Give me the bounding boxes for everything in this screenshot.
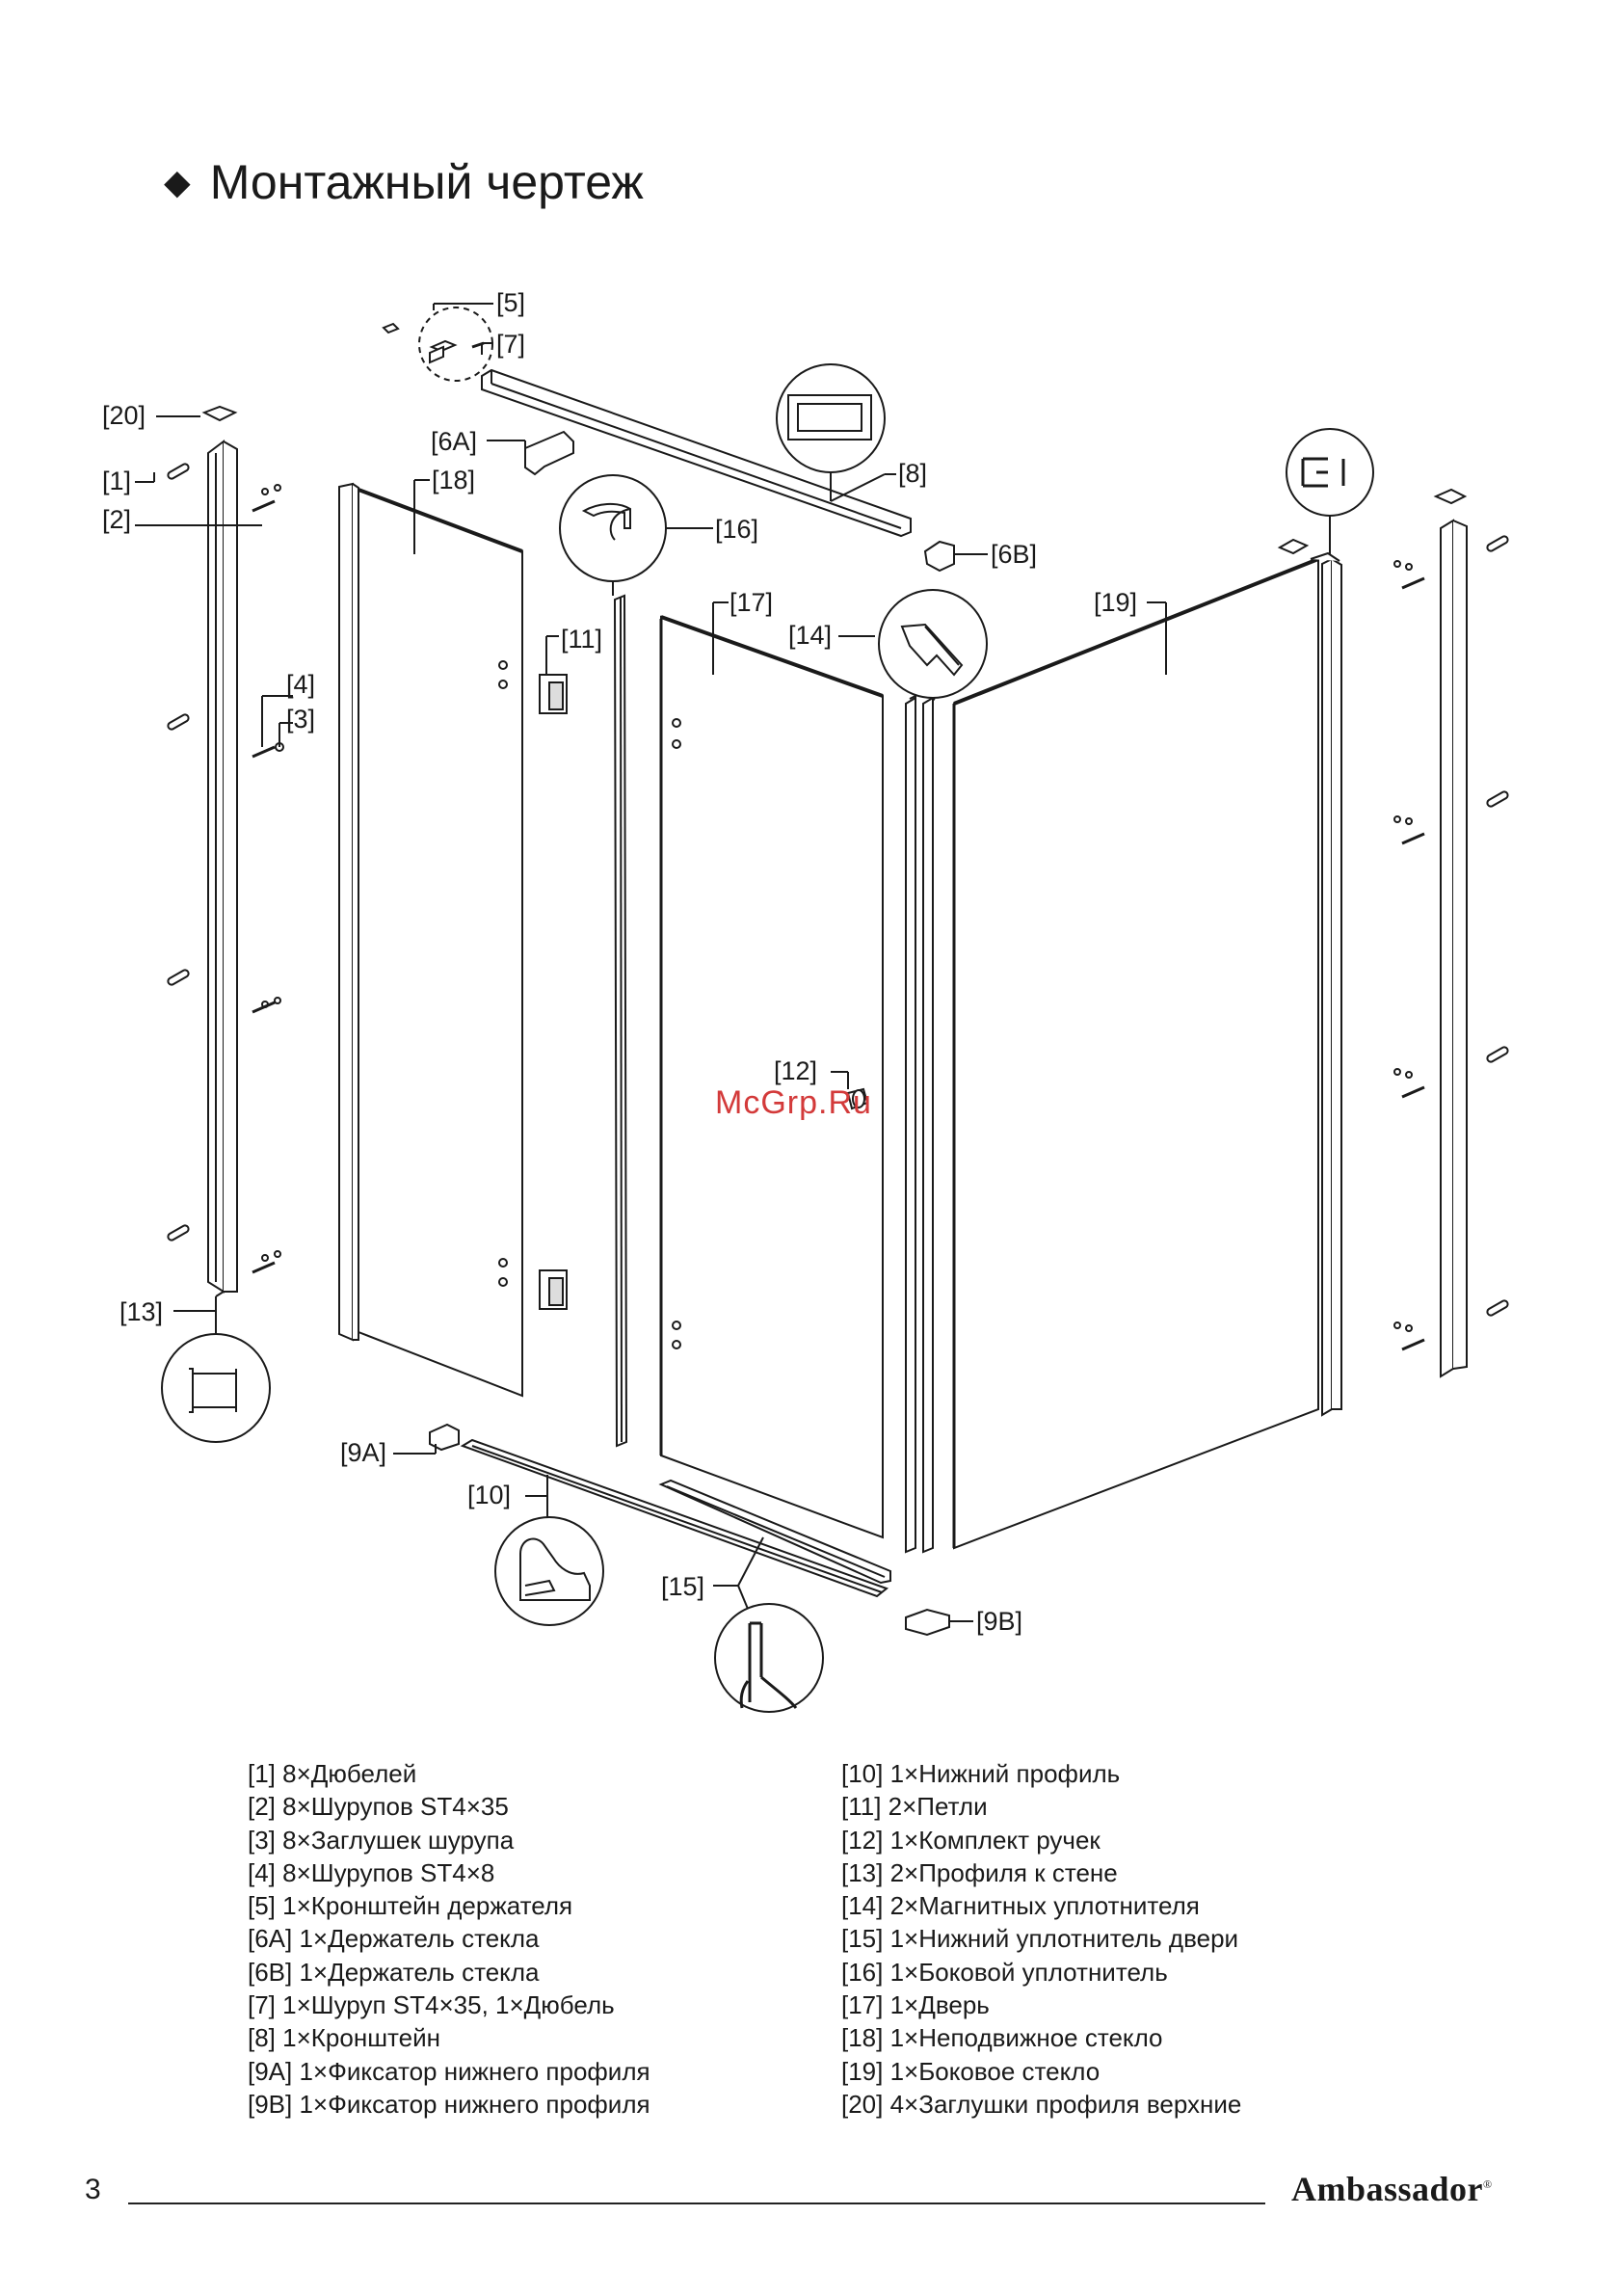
part-item: [9B] 1×Фиксатор нижнего профиля bbox=[248, 2089, 650, 2119]
callout-1: [1] bbox=[102, 467, 131, 495]
right-screws bbox=[1393, 560, 1425, 1351]
right-wall-profile bbox=[1433, 488, 1468, 1378]
glass-holder-6b bbox=[923, 540, 988, 573]
part-item: [17] 1×Дверь bbox=[841, 1990, 990, 2020]
part-item: [20] 4×Заглушки профиля верхние bbox=[841, 2089, 1242, 2119]
callout-13: [13] bbox=[119, 1297, 163, 1326]
part-item: [11] 2×Петли bbox=[841, 1792, 988, 1822]
brand-logo: Ambassador® bbox=[1291, 2169, 1493, 2209]
top-cap-part bbox=[156, 405, 238, 422]
side-glass-panel bbox=[952, 557, 1319, 1550]
left-screws bbox=[252, 484, 281, 1274]
part-item: [7] 1×Шуруп ST4×35, 1×Дюбель bbox=[248, 1990, 615, 2020]
callout-6b: [6B] bbox=[991, 540, 1037, 569]
part-item: [12] 1×Комплект ручек bbox=[841, 1825, 1101, 1855]
callout-6a: [6A] bbox=[431, 427, 477, 456]
callout-9a: [9A] bbox=[340, 1438, 386, 1467]
right-dowels bbox=[1486, 535, 1509, 1317]
part-item: [8] 1×Кронштейн bbox=[248, 2023, 441, 2053]
fixed-glass-panel bbox=[338, 479, 523, 1398]
part-item: [3] 8×Заглушек шурупа bbox=[248, 1825, 515, 1855]
right-vertical-profile bbox=[1277, 428, 1374, 1417]
brand-name: Ambassador bbox=[1291, 2170, 1484, 2208]
callout-14: [14] bbox=[788, 621, 832, 650]
left-wall-profile bbox=[207, 440, 238, 1297]
callout-8: [8] bbox=[898, 459, 927, 488]
callout-9b: [9B] bbox=[976, 1607, 1022, 1636]
part-item: [18] 1×Неподвижное стекло bbox=[841, 2023, 1163, 2053]
bottom-fixer-9b bbox=[905, 1608, 973, 1637]
left-dowels bbox=[135, 463, 190, 1241]
bottom-profile bbox=[460, 1438, 891, 1598]
handle-set bbox=[831, 1071, 869, 1110]
watermark: McGrp.Ru bbox=[715, 1084, 872, 1121]
callout-2: [2] bbox=[102, 505, 131, 534]
page-number: 3 bbox=[85, 2174, 101, 2205]
callout-18: [18] bbox=[432, 466, 475, 494]
hinge-parts bbox=[539, 635, 568, 1310]
door-seal-detail-circle bbox=[714, 1603, 824, 1713]
door-panel bbox=[659, 601, 884, 1539]
page-title-text: Монтажный чертеж bbox=[209, 155, 644, 209]
footer-divider bbox=[128, 2203, 1265, 2204]
callout-20: [20] bbox=[102, 401, 146, 430]
part-item: [10] 1×Нижний профиль bbox=[841, 1759, 1121, 1788]
bottom-fixer-9a bbox=[393, 1423, 460, 1455]
side-seal-strip bbox=[559, 474, 713, 1448]
callout-16: [16] bbox=[715, 515, 758, 544]
part-item: [14] 2×Магнитных уплотнителя bbox=[841, 1891, 1200, 1921]
callout-11: [11] bbox=[561, 625, 602, 654]
part-item: [19] 1×Боковое стекло bbox=[841, 2056, 1101, 2086]
bracket-holder-5 bbox=[382, 303, 493, 382]
callout-5: [5] bbox=[496, 288, 525, 317]
parts-list-left: [1] 8×Дюбелей [2] 8×Шурупов ST4×35 [3] 8… bbox=[248, 1757, 650, 2121]
wall-profile-detail-circle bbox=[161, 1333, 271, 1443]
part-item: [15] 1×Нижний уплотнитель двери bbox=[841, 1924, 1239, 1954]
part-item: [16] 1×Боковой уплотнитель bbox=[841, 1957, 1168, 1987]
page-title: ◆ Монтажный чертеж bbox=[164, 154, 644, 210]
part-item: [5] 1×Кронштейн держателя bbox=[248, 1891, 573, 1921]
callout-15: [15] bbox=[661, 1572, 704, 1601]
part-item: [13] 2×Профиля к стене bbox=[841, 1857, 1118, 1887]
diamond-bullet-icon: ◆ bbox=[164, 162, 191, 201]
magnetic-seals bbox=[838, 589, 988, 1554]
part-item: [1] 8×Дюбелей bbox=[248, 1759, 417, 1788]
top-bracket bbox=[481, 363, 912, 538]
part-item: [6B] 1×Держатель стекла bbox=[248, 1957, 540, 1987]
part-item: [6A] 1×Держатель стекла bbox=[248, 1924, 540, 1954]
callout-17: [17] bbox=[729, 588, 773, 617]
callout-7: [7] bbox=[496, 330, 525, 359]
glass-holder-6a bbox=[487, 430, 574, 476]
registered-mark: ® bbox=[1483, 2177, 1493, 2191]
callout-10: [10] bbox=[467, 1481, 511, 1509]
part-item: [4] 8×Шурупов ST4×8 bbox=[248, 1857, 495, 1887]
callout-19: [19] bbox=[1094, 588, 1137, 617]
part-item: [2] 8×Шурупов ST4×35 bbox=[248, 1792, 509, 1822]
callout-12: [12] bbox=[774, 1056, 817, 1085]
part-item: [9A] 1×Фиксатор нижнего профиля bbox=[248, 2056, 650, 2086]
parts-list-right: [10] 1×Нижний профиль [11] 2×Петли [12] … bbox=[841, 1757, 1241, 2121]
callout-3: [3] bbox=[286, 705, 315, 734]
callout-4: [4] bbox=[286, 670, 315, 699]
